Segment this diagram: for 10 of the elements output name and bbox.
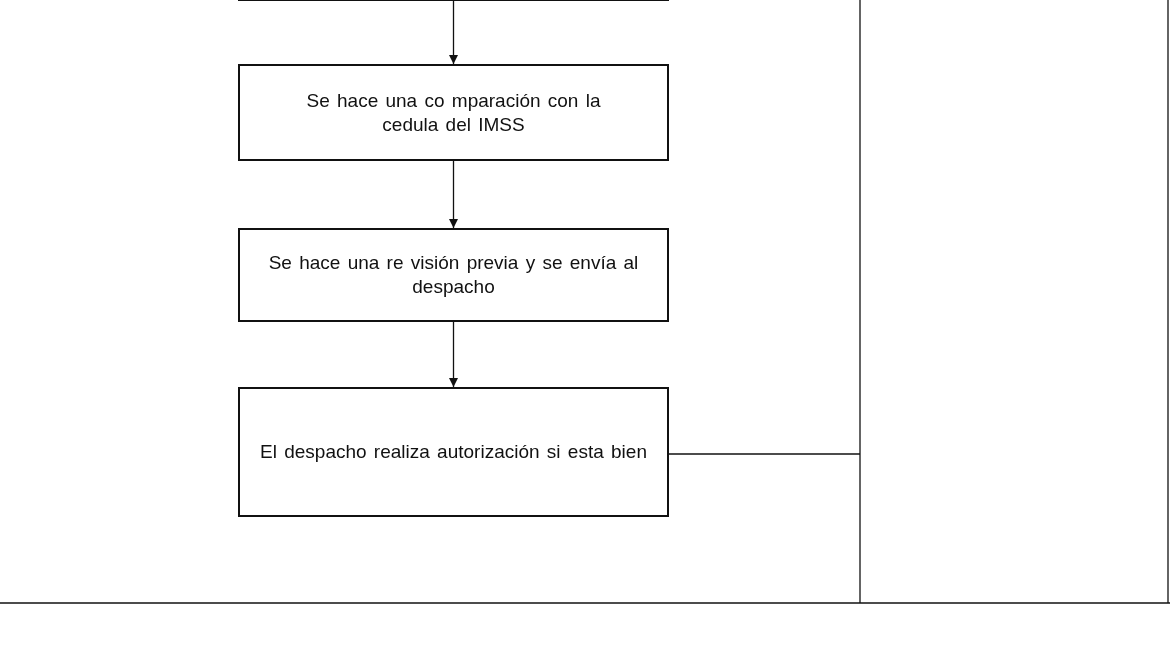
process-box	[238, 64, 669, 161]
step-text: El despacho realiza autorización si esta bien	[260, 440, 647, 464]
step-text: Se hace una co mparación con la cedula del IMSS	[305, 88, 602, 137]
step-text: Se hace una re visión previa y se envía al despacho	[267, 251, 640, 299]
process-box	[238, 228, 669, 322]
process-box	[238, 387, 669, 517]
arrow	[449, 160, 458, 229]
connector-line	[668, 453, 861, 455]
arrow	[449, 0, 458, 65]
arrow	[449, 321, 458, 388]
